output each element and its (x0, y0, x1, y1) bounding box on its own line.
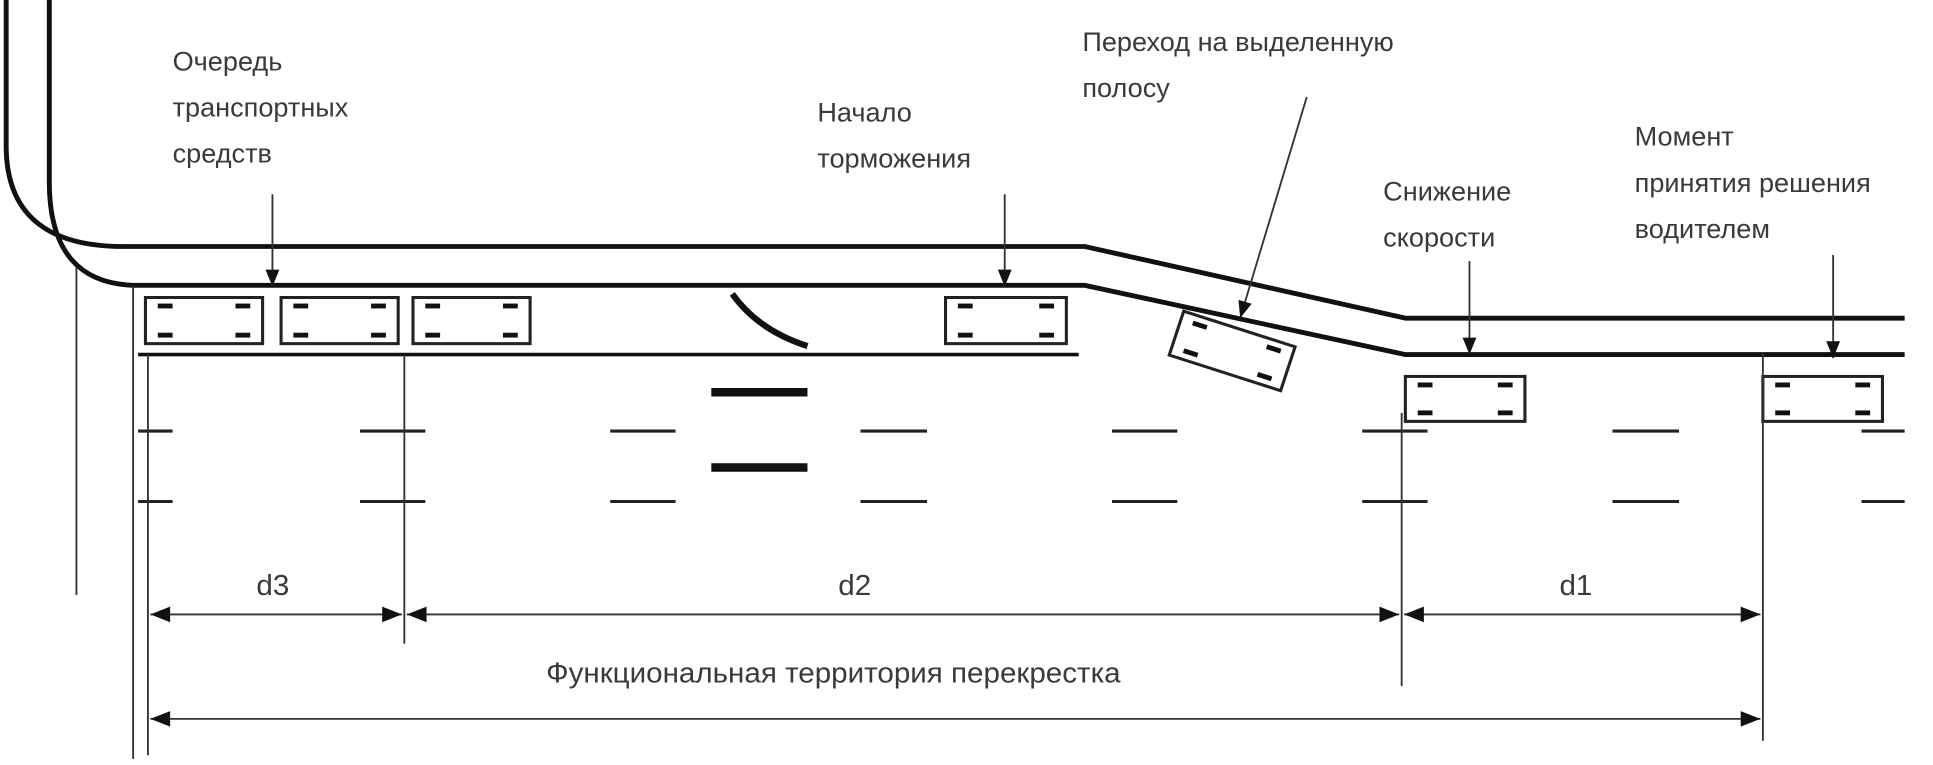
car-icon (1167, 309, 1298, 393)
label-d3: d3 (256, 569, 289, 602)
car-icon (279, 295, 400, 346)
label-d2: d2 (838, 569, 871, 602)
car-icon (411, 295, 532, 346)
label-functional-area: Функциональная территория перекрестка (546, 657, 1121, 690)
outer-curb-line (3, 0, 1905, 321)
label-braking-start: Начало торможения (817, 98, 971, 174)
inner-curb-line (46, 0, 1905, 357)
lane-markings (138, 429, 1905, 504)
label-lane-change: Переход на выделенную полосу (1082, 27, 1401, 103)
car-icon (1761, 374, 1884, 423)
car-icon (944, 295, 1068, 346)
label-queue: Очередь транспортных средств (173, 47, 356, 169)
pointer-lane-change (1238, 96, 1308, 319)
label-decision-moment: Момент принятия решения водителем (1635, 122, 1879, 244)
car-icon (1403, 374, 1527, 423)
left-turn-arrow-icon (729, 292, 809, 349)
car-icon (143, 295, 265, 346)
label-speed-reduction: Снижение скорости (1383, 177, 1519, 253)
vehicles (143, 295, 1884, 423)
label-d1: d1 (1559, 569, 1592, 602)
